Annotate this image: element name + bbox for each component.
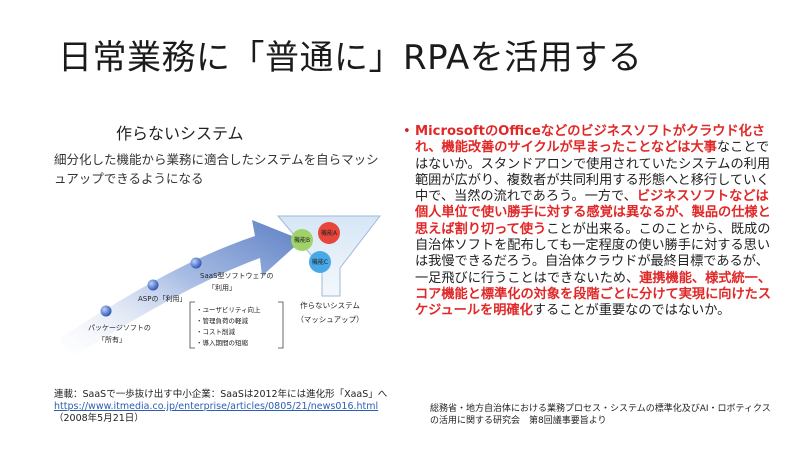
slide-title: 日常業務に「普通に」RPAを活用する [58,38,643,78]
highlight-schedule: 連携機能、様式統一、コア機能と標準化の対象を段階ごとに分けて実現に向けたスケジュ… [415,270,772,319]
feature-1: ・ユーザビリティ向上 [196,305,261,314]
funnel-caption-1: 作らないシステム [300,300,360,310]
highlight-business-soft: ビジネスソフトなどは個人単位で使い勝手に対する感覚は異なるが、製品の仕様と思えば… [415,189,771,237]
body-text-2: ことが出来る。このことから、既成の自治体ソフトを配布しても一定程度の使い勝手に対… [415,221,771,286]
funnel-caption-2: （マッシュアップ） [296,315,363,324]
function-b-circle [291,229,313,251]
funnel-label-a: 機能A [321,229,338,237]
saas-evolution-figure: 機能B 機能A 機能C 作らないシステム （マッシュアップ） パッケージソフトの… [40,198,390,378]
evolution-diagram: 機能B 機能A 機能C 作らないシステム （マッシュアップ） パッケージソフトの… [60,215,382,358]
figure-caption: 連載：SaaSで一歩抜け出す中小企業：SaaSは2012年には進化形「XaaS」… [54,389,414,425]
feature-2: ・管理負荷の軽減 [196,316,249,325]
step-saas-line1: SaaS型ソフトウェアの [200,271,273,280]
step-dot-saas [190,257,202,269]
step-dot-package [100,305,112,317]
left-heading: 作らないシステム [116,124,244,143]
features-bracket [189,301,284,349]
body-text-1: なことではないか。スタンドアロンで使用されていたシステムの利用範囲が広がり、複数… [415,140,771,205]
feature-4: ・導入期間の短縮 [196,338,249,347]
source-note: 総務省・地方自治体における業務プロセス・システムの標準化及びAI・ロボティクスの… [430,404,771,426]
caption-title: 連載：SaaSで一歩抜け出す中小企業：SaaSは2012年には進化形「XaaS」… [54,389,388,400]
caption-link[interactable]: https://www.itmedia.co.jp/enterprise/art… [54,401,379,412]
growth-arrow-shape [60,220,302,358]
step-dot-asp [147,279,159,291]
funnel-label-c: 機能C [312,258,328,266]
step-package-line2: 「所有」 [98,335,126,344]
feature-3: ・コスト削減 [196,327,236,336]
function-a-circle [318,222,340,244]
funnel-label-b: 機能B [294,236,310,244]
step-saas-line2: 「利用」 [208,283,236,292]
bullet-marker: • [403,124,411,139]
caption-date: （2008年5月21日） [54,413,144,424]
body-text-3: することが重要なのではないか。 [532,303,731,319]
step-asp: ASPの「利用」 [138,294,186,303]
step-package-line1: パッケージソフトの [88,324,151,332]
highlight-office-cloud: MicrosoftのOfficeなどのビジネスソフトがクラウド化され、機能改善の… [415,124,766,156]
main-bullet: • MicrosoftのOfficeなどのビジネスソフトがクラウド化され、機能改… [403,124,775,320]
function-c-circle [309,251,331,273]
left-subheading: 細分化した機能から業務に適合したシステムを自らマッシュアップできるようになる [54,152,379,186]
